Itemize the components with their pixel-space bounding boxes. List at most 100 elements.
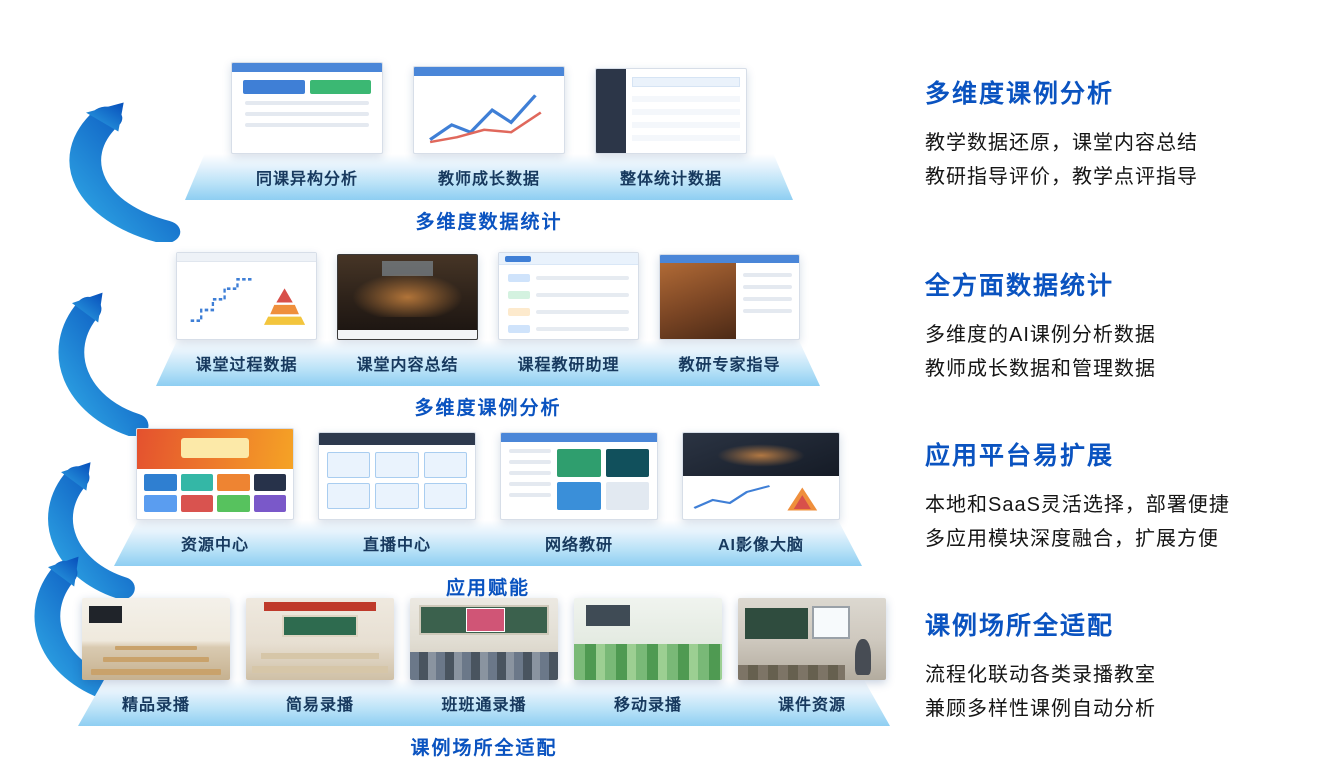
decor	[557, 449, 649, 510]
decor-desk	[102, 657, 210, 662]
decor	[144, 494, 177, 512]
decor	[375, 483, 419, 509]
layer-caption: 应用赋能	[445, 578, 530, 599]
decor	[245, 112, 369, 116]
feature-block-lesson-analysis: 多维度课例分析 教学数据还原，课堂内容总结 教研指导评价，教学点评指导	[925, 74, 1327, 194]
decor	[509, 471, 551, 475]
screenshot-research-assistant	[498, 252, 639, 340]
decor-video-still	[660, 263, 737, 339]
decor-banner	[137, 429, 293, 469]
decor	[717, 443, 805, 468]
decor	[660, 263, 799, 339]
item-live-center: 直播中心	[318, 432, 476, 566]
decor-students	[738, 665, 845, 680]
decor	[743, 297, 792, 301]
decor	[743, 285, 792, 289]
decor	[508, 325, 629, 333]
platform-slab	[185, 154, 793, 200]
feature-line: 多应用模块深度融合，扩展方便	[925, 528, 1219, 550]
decor-screen	[466, 607, 505, 633]
item-label: 课程教研助理	[517, 357, 620, 374]
item-label: 同课异构分析	[255, 171, 358, 188]
curved-up-arrow-icon	[34, 556, 125, 700]
decor	[508, 291, 629, 299]
decor	[509, 460, 551, 464]
item-label: 整体统计数据	[619, 171, 722, 188]
feature-title: 应用平台易扩展	[925, 442, 1115, 470]
platform-slab	[114, 520, 862, 566]
item-simple-recording: 简易录播	[246, 598, 394, 726]
decor	[557, 449, 601, 477]
decor-desk	[114, 645, 198, 651]
decor	[509, 449, 551, 453]
item-label: 直播中心	[362, 537, 431, 554]
item-premium-recording: 精品录播	[82, 598, 230, 726]
decor	[253, 494, 286, 512]
item-label: 教研专家指导	[678, 357, 781, 374]
item-label: 网络教研	[544, 537, 613, 554]
decor-titlebar	[232, 63, 382, 72]
decor-desk	[251, 666, 389, 674]
decor	[683, 476, 839, 519]
decor-desk	[90, 668, 222, 676]
decor-screen	[585, 604, 631, 626]
feature-line: 多维度的AI课例分析数据	[925, 324, 1156, 346]
screenshot-overall-statistics	[595, 68, 747, 154]
item-class-content-summary: 课堂内容总结	[337, 254, 478, 386]
decor	[180, 494, 213, 512]
decor	[736, 263, 799, 339]
decor	[423, 483, 467, 509]
screenshot-class-process	[176, 252, 317, 340]
decor-titlebar	[414, 67, 564, 76]
curved-up-arrow-icon	[48, 462, 135, 598]
decor	[338, 330, 477, 339]
screenshot-ai-video-brain	[682, 432, 840, 520]
decor-titlebar	[501, 433, 657, 442]
decor	[144, 473, 177, 491]
decor	[245, 123, 369, 127]
item-label: 教师成长数据	[437, 171, 540, 188]
photo-mobile-recording	[574, 598, 722, 680]
decor	[501, 442, 657, 517]
feature-block-platform-extensibility: 应用平台易扩展 本地和SaaS灵活选择，部署便捷 多应用模块深度融合，扩展方便	[925, 436, 1327, 556]
item-label: 班班通录播	[441, 697, 527, 714]
decor	[375, 452, 419, 478]
decor-pyramid	[264, 288, 306, 325]
decor	[508, 274, 530, 282]
decor-blackboard	[745, 607, 808, 639]
decor	[177, 262, 316, 335]
decor-screen	[89, 606, 122, 623]
decor	[743, 273, 792, 277]
item-label: AI影像大脑	[717, 537, 804, 554]
feature-line: 教研指导评价，教学点评指导	[925, 166, 1198, 188]
item-label: 课件资源	[777, 697, 846, 714]
decor	[243, 80, 371, 94]
decor-step-chart	[190, 278, 252, 322]
layer-lesson-analysis: 课堂过程数据 课堂内容总结	[156, 252, 820, 420]
decor-titlebar	[177, 253, 316, 262]
screenshot-expert-guidance	[659, 254, 800, 340]
decor	[243, 80, 305, 94]
curved-up-arrow-icon	[69, 102, 181, 242]
item-label: 简易录播	[285, 697, 354, 714]
item-compare-analysis: 同课异构分析	[231, 62, 383, 200]
decor-blackboard	[281, 615, 359, 638]
decor	[217, 473, 250, 491]
item-courseware-resource: 课件资源	[738, 598, 886, 726]
item-label: 移动录播	[613, 697, 682, 714]
feature-line: 教学数据还原，课堂内容总结	[925, 132, 1198, 154]
item-label: 资源中心	[180, 537, 249, 554]
curved-up-arrow-icon	[58, 292, 149, 436]
photo-courseware-classroom	[738, 598, 886, 680]
decor-titlebar	[319, 433, 475, 445]
feature-line: 流程化联动各类录播教室	[925, 664, 1156, 686]
decor	[508, 308, 530, 316]
decor	[505, 256, 531, 262]
feature-line: 教师成长数据和管理数据	[925, 358, 1156, 380]
decor-banner	[263, 602, 377, 612]
screenshot-resource-center	[136, 428, 294, 520]
screenshot-compare-analysis	[231, 62, 383, 154]
layer-application-enablement: 资源中心 直播中心	[114, 428, 862, 600]
decor	[508, 274, 629, 282]
